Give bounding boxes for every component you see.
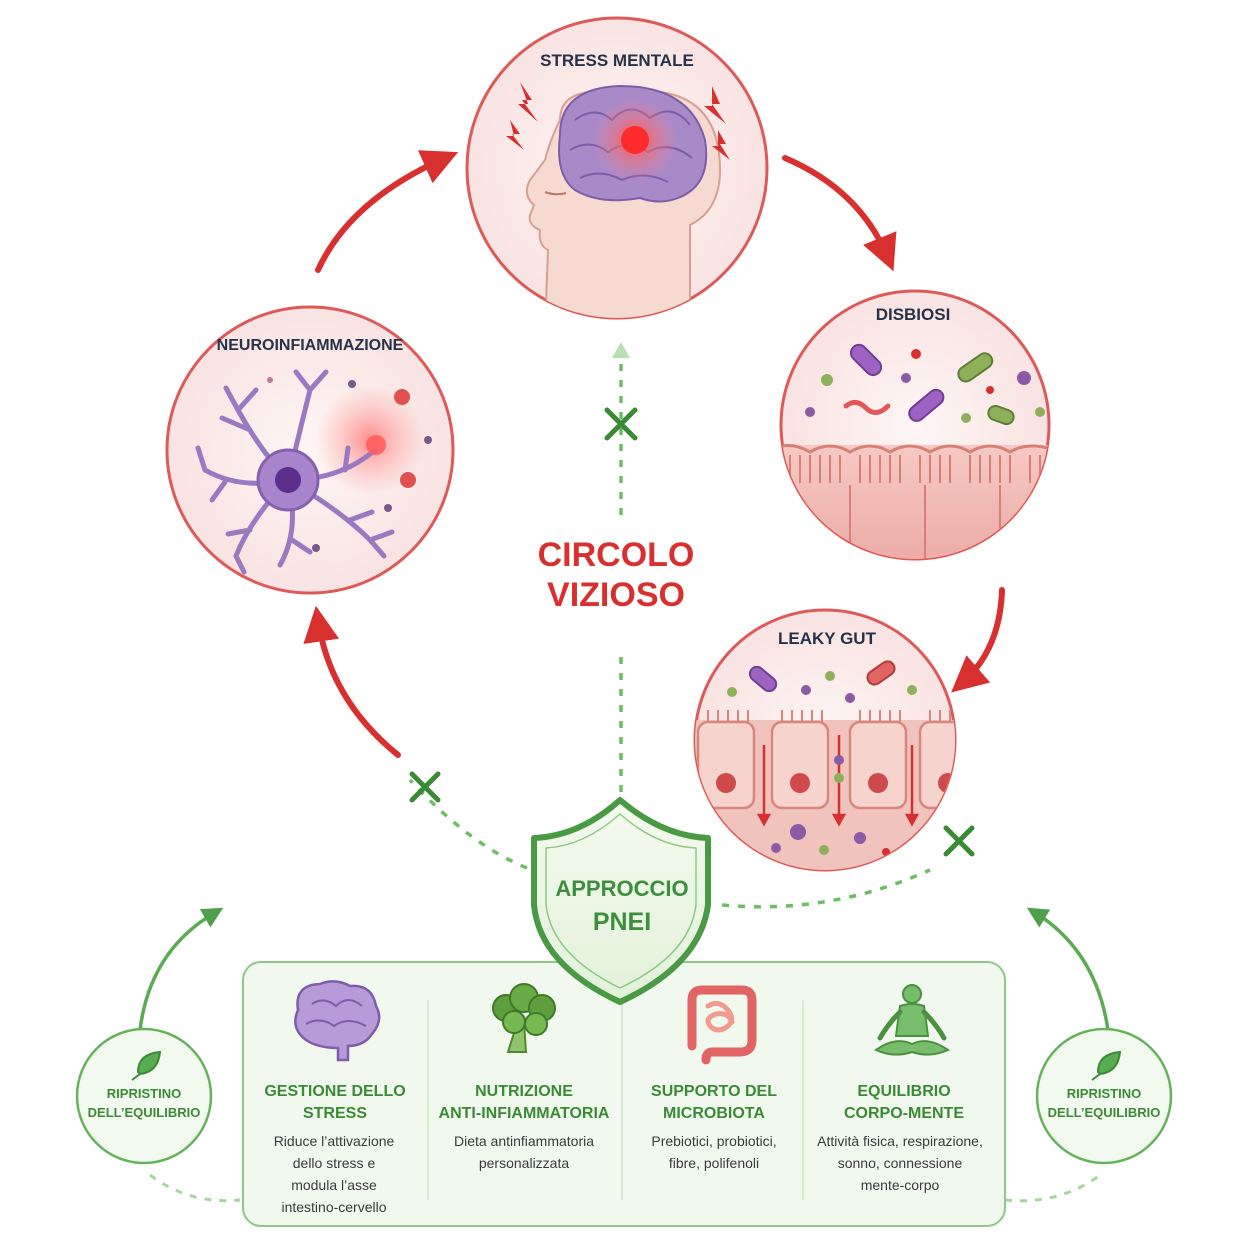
lightning-icon bbox=[712, 130, 730, 160]
arrow-disbiosi-to-leaky bbox=[951, 587, 1005, 693]
pillar-mind-body: EQUILIBRIO CORPO-MENTE Attività fisica, … bbox=[817, 984, 983, 1193]
brain-icon bbox=[294, 980, 381, 1062]
pillar-desc: Attività fisica, respirazione, bbox=[817, 1133, 983, 1149]
restore-dashed-left bbox=[149, 1173, 241, 1203]
pillar-desc: mente-corpo bbox=[861, 1177, 940, 1193]
pillar-title: EQUILIBRIO bbox=[857, 1083, 950, 1100]
lightning-icon bbox=[704, 86, 726, 124]
epithelial-cells bbox=[696, 720, 955, 810]
badge-line2: DELL’EQUILIBRIO bbox=[88, 1105, 201, 1120]
arrow-leaky-to-neuro bbox=[303, 605, 401, 758]
dashed-line-left bbox=[408, 778, 528, 870]
restore-arrow-right bbox=[1026, 907, 1110, 1031]
restore-arrows bbox=[138, 907, 1110, 1203]
bacteria-icon bbox=[727, 660, 917, 856]
pillar-desc: modula l’asse bbox=[291, 1177, 377, 1193]
center-title-line2: VIZIOSO bbox=[547, 576, 685, 614]
pillar-title: CORPO-MENTE bbox=[844, 1105, 964, 1122]
meditation-icon bbox=[873, 984, 951, 1056]
pillar-microbiota: SUPPORTO DEL MICROBIOTA Prebiotici, prob… bbox=[651, 985, 777, 1171]
pnei-panel: GESTIONE DELLO STRESS Riduce l’attivazio… bbox=[242, 961, 1006, 1227]
pnei-interruptions bbox=[408, 342, 975, 909]
node-stress-mentale: STRESS MENTALE bbox=[465, 16, 769, 320]
node-title-stress: STRESS MENTALE bbox=[540, 51, 694, 70]
arrow-neuro-to-stress bbox=[315, 150, 459, 273]
pnei-shield: APPROCCIO PNEI bbox=[531, 797, 711, 1005]
restore-badge-left: RIPRISTINO DELL’EQUILIBRIO bbox=[75, 1027, 213, 1165]
badge-line1: RIPRISTINO bbox=[107, 1086, 181, 1101]
block-x-icon bbox=[943, 825, 975, 857]
pillar-desc: personalizzata bbox=[479, 1155, 569, 1171]
node-title-neuroinfiammazione: NEUROINFIAMMAZIONE bbox=[217, 337, 404, 354]
pillar-desc: Prebiotici, probiotici, bbox=[651, 1133, 776, 1149]
bacteria-icon bbox=[805, 343, 1045, 426]
block-x-icon bbox=[604, 407, 638, 441]
pillar-desc: fibre, polifenoli bbox=[669, 1155, 759, 1171]
shield-title-line2: PNEI bbox=[593, 908, 651, 936]
pillar-title: GESTIONE DELLO bbox=[264, 1083, 405, 1100]
pillar-desc: dello stress e bbox=[293, 1155, 376, 1171]
pillar-desc: intestino-cervello bbox=[281, 1199, 386, 1215]
intestine-icon bbox=[687, 985, 757, 1065]
restore-dashed-right bbox=[1004, 1173, 1101, 1203]
pillar-stress: GESTIONE DELLO STRESS Riduce l’attivazio… bbox=[264, 980, 406, 1215]
pillar-title: NUTRIZIONE bbox=[475, 1083, 573, 1100]
node-leaky-gut: LEAKY GUT bbox=[693, 608, 957, 872]
leaf-icon bbox=[1091, 1050, 1122, 1081]
dashed-line-right bbox=[721, 868, 931, 909]
arrow-stress-to-disbiosi bbox=[782, 155, 897, 272]
neuron-icon bbox=[195, 369, 395, 575]
shield-title-line1: APPROCCIO bbox=[555, 876, 688, 901]
restore-badge-right: RIPRISTINO DELL’EQUILIBRIO bbox=[1035, 1027, 1173, 1165]
pillar-desc: sonno, connessione bbox=[838, 1155, 963, 1171]
pillar-title: STRESS bbox=[303, 1105, 367, 1122]
shield-icon bbox=[531, 797, 711, 1005]
pillar-title: SUPPORTO DEL bbox=[651, 1083, 777, 1100]
pillar-desc: Riduce l’attivazione bbox=[274, 1133, 395, 1149]
node-title-disbiosi: DISBIOSI bbox=[876, 305, 951, 324]
badge-line1: RIPRISTINO bbox=[1067, 1086, 1141, 1101]
cycle-arrows bbox=[303, 150, 1005, 758]
pillar-title: ANTI-INFIAMMATORIA bbox=[439, 1105, 610, 1122]
node-neuroinfiammazione: NEUROINFIAMMAZIONE bbox=[165, 305, 455, 595]
center-title-line1: CIRCOLO bbox=[538, 536, 695, 574]
pillar-desc: Dieta antinfiammatoria bbox=[454, 1133, 594, 1149]
dashed-arrowhead-center bbox=[612, 342, 630, 358]
badge-line2: DELL’EQUILIBRIO bbox=[1048, 1105, 1161, 1120]
leaf-icon bbox=[131, 1050, 162, 1081]
block-x-icon bbox=[409, 771, 441, 803]
node-title-leaky-gut: LEAKY GUT bbox=[778, 629, 877, 648]
pillar-nutrition: NUTRIZIONE ANTI-INFIAMMATORIA Dieta anti… bbox=[439, 983, 610, 1171]
broccoli-icon bbox=[492, 983, 556, 1053]
pillar-title: MICROBIOTA bbox=[663, 1105, 765, 1122]
restore-arrow-left bbox=[138, 907, 224, 1031]
node-disbiosi: DISBIOSI bbox=[779, 289, 1051, 561]
